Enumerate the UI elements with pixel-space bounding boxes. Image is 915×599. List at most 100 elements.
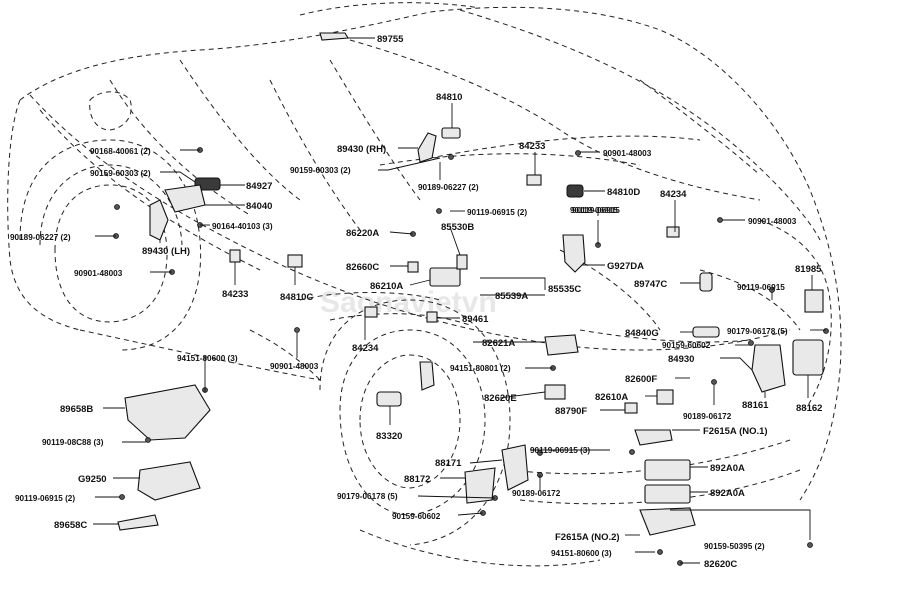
label-89658c: 89658C xyxy=(54,520,87,531)
part-84840g-shape xyxy=(692,326,720,338)
label-85539a: 85539A xyxy=(495,291,528,302)
label-82610a: 82610A xyxy=(595,392,628,403)
label-90119-06915-b: 90119-06915 xyxy=(570,206,618,215)
label-83320: 83320 xyxy=(376,431,402,442)
label-84234: 84234 xyxy=(660,189,687,200)
label-90168-40061: 90168-40061 (2) xyxy=(90,147,151,156)
label-94151-80600: 94151-80600 (3) xyxy=(551,549,612,558)
label-90189-06172: 90189-06172 xyxy=(683,412,732,421)
watermark-text: Saonavietvn xyxy=(320,286,497,319)
part-88161-shape xyxy=(751,344,786,393)
part-84927-shape xyxy=(194,177,221,191)
part-89755-shape xyxy=(319,32,349,41)
part-89461-shape xyxy=(426,311,438,323)
part-83320-shape xyxy=(376,391,402,407)
label-90189-06172: 90189-06172 xyxy=(512,489,561,498)
label-90159-60303: 90159-60303 (2) xyxy=(90,169,151,178)
label-90159-60602: 90159-60602 xyxy=(392,512,441,521)
label-89755: 89755 xyxy=(377,34,404,45)
label-90164-40103: 90164-40103 (3) xyxy=(212,222,273,231)
part-89658c-shape xyxy=(117,514,159,531)
part-g9250-shape xyxy=(137,461,201,501)
label-g927da: G927DA xyxy=(607,261,644,272)
label-89461: 89461 xyxy=(462,314,489,325)
part-89430lh-shape xyxy=(149,199,169,241)
part-f2615a1-shape xyxy=(634,429,673,446)
label-94151-80801: 94151-80801 (2) xyxy=(450,364,511,373)
label-86210a: 86210A xyxy=(370,281,403,292)
label-84927: 84927 xyxy=(246,181,272,192)
label-90119-06915: 90119-06915 (3) xyxy=(530,446,590,455)
label-89430-rh: 89430 (RH) xyxy=(337,144,386,155)
label-82620c: 82620C xyxy=(704,559,737,570)
label-90189-06227: 90189-06227 (2) xyxy=(10,233,71,242)
part-88172-shape xyxy=(464,467,496,504)
label-84810: 84810 xyxy=(436,92,462,103)
vehicle-body-outline xyxy=(7,2,842,567)
part-labels: 89755 84810 84233 90901-48003 84810D 901… xyxy=(10,34,822,570)
label-90189-06227: 90189-06227 (2) xyxy=(418,183,479,192)
label-81985: 81985 xyxy=(795,264,822,275)
label-90119-06915: 90119-06915 xyxy=(572,206,620,215)
leader-lines xyxy=(93,37,826,564)
label-88172: 88172 xyxy=(404,474,430,485)
label-90901-48003: 90901-48003 xyxy=(603,149,652,158)
part-892a0a-2-shape xyxy=(644,484,691,504)
label-g9250: G9250 xyxy=(78,474,107,485)
label-90119-08c88: 90119-08C88 (3) xyxy=(42,438,104,447)
label-892a0a: 892A0A xyxy=(710,488,745,499)
part-f2615a2-shape xyxy=(639,507,696,536)
label-90159-50395: 90159-50395 (2) xyxy=(704,542,765,551)
label-90119-06915: 90119-06915 (2) xyxy=(15,494,75,503)
part-84234-shape xyxy=(666,226,680,238)
part-81985-shape xyxy=(804,289,824,313)
part-84810d-shape xyxy=(566,184,584,198)
part-89430rh-shape xyxy=(417,132,437,163)
label-86220a: 86220A xyxy=(346,228,379,239)
label-88790f: 88790F xyxy=(555,406,587,417)
label-90119-06915: 90119-06915 xyxy=(737,283,785,292)
label-90179-06178: 90179-06178 (5) xyxy=(727,327,788,336)
label-84840g: 84840G xyxy=(625,328,659,339)
label-82600f: 82600F xyxy=(625,374,657,385)
part-848100-shape xyxy=(287,254,303,268)
part-88162-shape xyxy=(792,339,824,376)
label-84810c: 84810C xyxy=(280,292,313,303)
part-89747c-shape xyxy=(699,272,713,292)
label-94151-80600: 94151-80600 (3) xyxy=(177,354,238,363)
label-f2615a-no2: F2615A (NO.2) xyxy=(555,532,620,543)
part-88171-shape xyxy=(501,444,529,491)
part-892a0a-1-shape xyxy=(644,459,691,481)
part-84233-shape xyxy=(526,174,542,186)
part-82620e-plug-shape xyxy=(544,384,566,400)
label-82620e: 82620E xyxy=(484,393,517,404)
label-89747c: 89747C xyxy=(634,279,667,290)
label-90901-48003: 90901-48003 xyxy=(270,362,319,371)
label-90901-48003: 90901-48003 xyxy=(74,269,123,278)
part-84040-shape xyxy=(164,184,206,213)
part-84810-shape xyxy=(441,127,461,139)
label-89658b: 89658B xyxy=(60,404,93,415)
label-84233: 84233 xyxy=(519,141,545,152)
part-89658b-shape xyxy=(124,384,211,441)
label-84930: 84930 xyxy=(668,354,694,365)
part-84233b-shape xyxy=(229,249,241,263)
label-82621a: 82621A xyxy=(482,338,515,349)
part-g927da-shape xyxy=(562,234,586,273)
label-90119-06915: 90119-06915 (2) xyxy=(467,208,527,217)
label-84233: 84233 xyxy=(222,289,248,300)
label-88171: 88171 xyxy=(435,458,462,469)
part-82610a-shape xyxy=(656,389,674,405)
label-f2615a-no1: F2615A (NO.1) xyxy=(703,426,768,437)
part-82621a-shape xyxy=(544,334,579,356)
label-84040: 84040 xyxy=(246,201,272,212)
label-88161: 88161 xyxy=(742,400,769,411)
part-84234b-shape xyxy=(364,306,378,318)
label-89430-lh: 89430 (LH) xyxy=(142,246,190,257)
label-892a0a: 892A0A xyxy=(710,463,745,474)
label-88162: 88162 xyxy=(796,403,822,414)
label-90159-60303: 90159-60303 (2) xyxy=(290,166,351,175)
label-84810d: 84810D xyxy=(607,187,640,198)
